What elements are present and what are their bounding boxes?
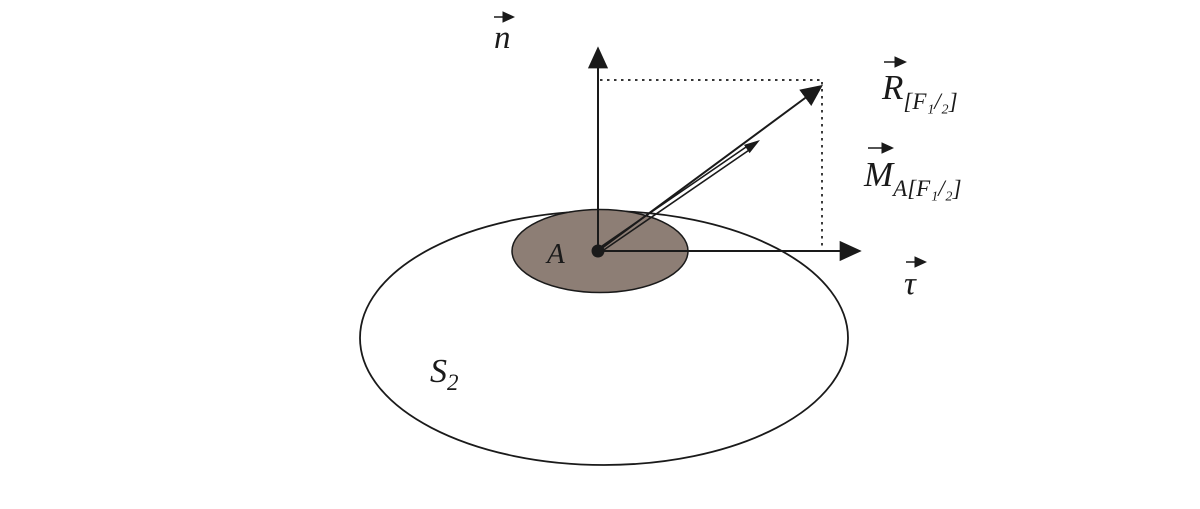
moment-symbol-main: M xyxy=(863,155,895,194)
moment-symbol: MA[F₁/₂] xyxy=(863,155,962,201)
moment-vector-arrow xyxy=(596,140,760,254)
normal-symbol: n xyxy=(494,20,511,56)
moment-vector-label: MA[F₁/₂] xyxy=(863,142,962,201)
point-a-label: A xyxy=(545,238,565,270)
resultant-symbol: R[F₁/₂] xyxy=(881,68,958,114)
surface-symbol-subscript: 2 xyxy=(447,370,459,395)
moment-shaft-line-1 xyxy=(598,147,752,254)
surface-symbol-main: S xyxy=(430,353,447,390)
surface-s2-label: S2 xyxy=(430,353,459,395)
normal-vector-label: n xyxy=(494,11,516,56)
moment-arrowhead xyxy=(744,140,760,154)
tangent-vector-label: τ xyxy=(904,256,928,302)
moment-shaft-line-2 xyxy=(596,144,750,251)
moment-symbol-subscript: A[F₁/₂] xyxy=(891,176,961,201)
point-a-dot xyxy=(591,244,605,258)
resultant-vector-label: R[F₁/₂] xyxy=(881,56,958,114)
resultant-symbol-subscript: [F₁/₂] xyxy=(903,89,957,114)
tangent-symbol: τ xyxy=(904,266,917,302)
resultant-symbol-main: R xyxy=(881,68,903,107)
